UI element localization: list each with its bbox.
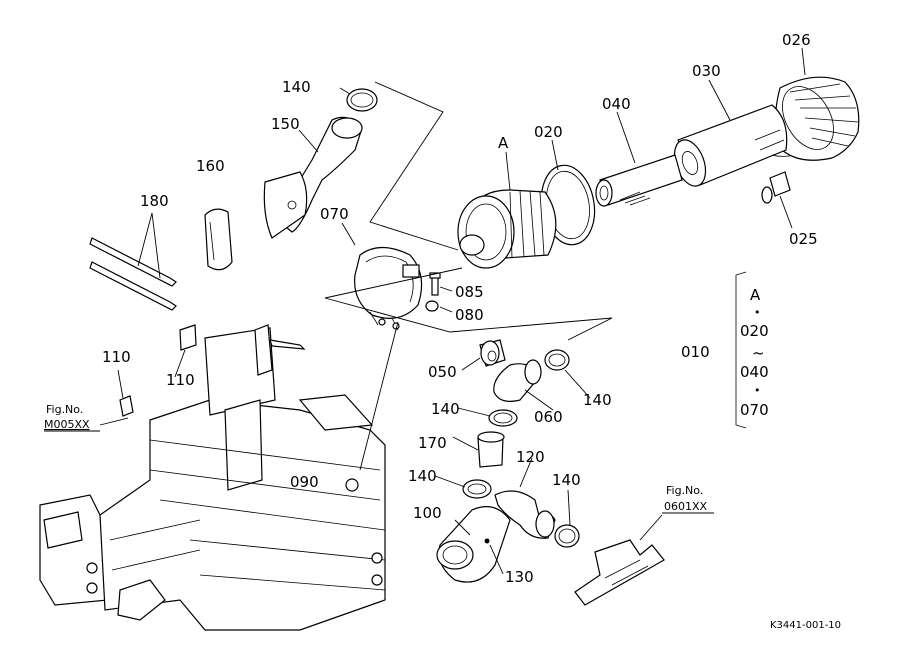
label-080: 080 xyxy=(455,306,484,324)
cap-050 xyxy=(479,339,506,367)
drawing-number: K3441-001-10 xyxy=(770,620,841,631)
clamp-140-upper xyxy=(346,88,378,112)
element-040 xyxy=(595,154,683,207)
label-120: 120 xyxy=(516,448,545,466)
label-130: 130 xyxy=(505,568,534,586)
band-070 xyxy=(354,246,423,331)
clamp-140-lower-right xyxy=(554,524,580,548)
clamp-140-mid xyxy=(488,409,518,427)
label-160: 160 xyxy=(196,157,225,175)
frame-structure xyxy=(39,324,386,631)
assembly-dot-1: • xyxy=(754,306,761,319)
label-140-upper: 140 xyxy=(282,78,311,96)
label-070: 070 xyxy=(320,205,349,223)
air-cleaner-case-A xyxy=(457,189,557,269)
label-140-mid: 140 xyxy=(431,400,460,418)
hose-120 xyxy=(494,490,556,539)
assembly-item-A: A xyxy=(750,286,761,304)
cable-ties-180 xyxy=(89,237,177,311)
label-025: 025 xyxy=(789,230,818,248)
label-170: 170 xyxy=(418,434,447,452)
elbow-060 xyxy=(493,359,542,402)
fig-ref-title-left: Fig.No. xyxy=(46,403,83,416)
label-180: 180 xyxy=(140,192,169,210)
label-110-bolt: 110 xyxy=(166,371,195,389)
bolt-085 xyxy=(429,272,441,296)
intake-manifold-fig-0601 xyxy=(574,539,665,606)
label-040: 040 xyxy=(602,95,631,113)
assembly-item-070: 070 xyxy=(740,401,769,419)
assembly-item-020: 020 xyxy=(740,322,769,340)
evacuator-valve-025 xyxy=(761,171,791,204)
hose-130 xyxy=(436,506,511,583)
fig-ref-code-left[interactable]: M005XX xyxy=(44,418,90,431)
label-090: 090 xyxy=(290,473,319,491)
clamp-140-lower-left xyxy=(462,479,492,499)
fig-ref-code-right[interactable]: 0601XX xyxy=(664,500,708,513)
label-026: 026 xyxy=(782,31,811,49)
label-140-mid-right: 140 xyxy=(583,391,612,409)
fig-ref-title-right: Fig.No. xyxy=(666,484,703,497)
label-020: 020 xyxy=(534,123,563,141)
label-140-lower-right: 140 xyxy=(552,471,581,489)
label-060: 060 xyxy=(534,408,563,426)
assembly-dot-2: • xyxy=(754,384,761,397)
label-110-top: 110 xyxy=(102,348,131,366)
label-085: 085 xyxy=(455,283,484,301)
assembly-bracket xyxy=(735,271,747,429)
hose-150 xyxy=(263,116,363,239)
cover-160 xyxy=(204,208,233,271)
assembly-label-010: 010 xyxy=(681,343,710,361)
pipe-170 xyxy=(477,431,505,468)
label-050: 050 xyxy=(428,363,457,381)
label-150: 150 xyxy=(271,115,300,133)
clamp-140-mid-right xyxy=(544,349,570,371)
label-A: A xyxy=(498,134,509,152)
washer-080 xyxy=(425,300,439,312)
assembly-range-tilde: ~ xyxy=(752,344,765,362)
air-cleaner-body-030 xyxy=(673,104,788,187)
assembly-item-040: 040 xyxy=(740,363,769,381)
label-140-lower-left: 140 xyxy=(408,467,437,485)
label-030: 030 xyxy=(692,62,721,80)
label-100: 100 xyxy=(413,504,442,522)
